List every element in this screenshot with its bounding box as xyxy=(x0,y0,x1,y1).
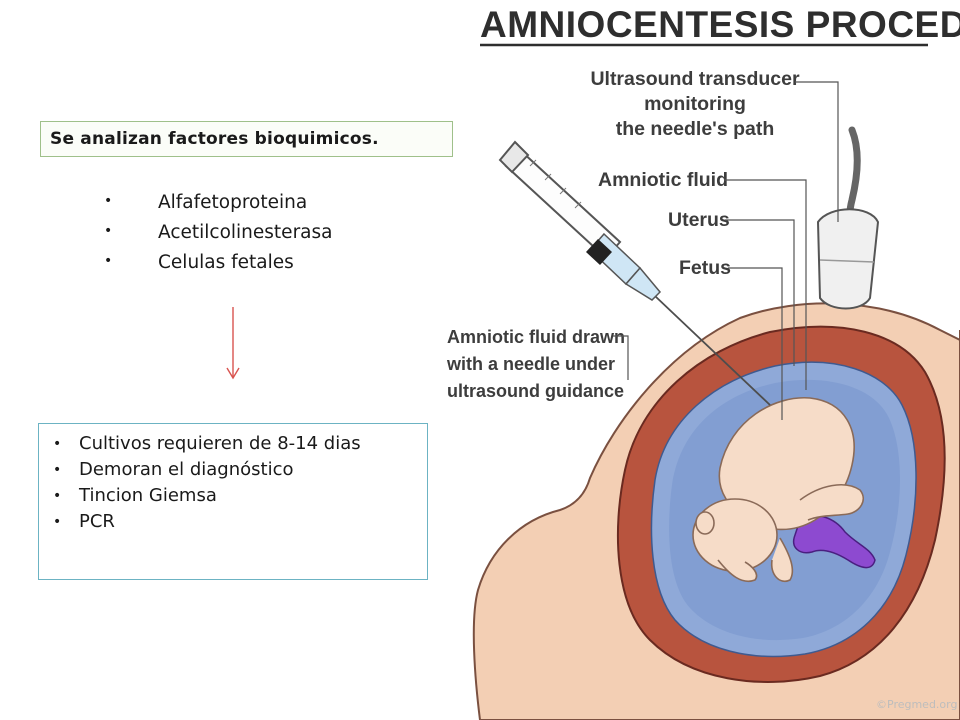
label-uterus: Uterus xyxy=(668,209,730,231)
title-box-text: Se analizan factores bioquimicos. xyxy=(50,129,379,149)
bullet-icon: • xyxy=(104,193,113,209)
bullet-icon: • xyxy=(104,223,113,239)
bullet-icon: • xyxy=(104,253,113,269)
label-amniotic-fluid: Amniotic fluid xyxy=(598,169,728,191)
ultrasound-transducer-icon xyxy=(816,126,880,310)
culture-notes-list: •Cultivos requieren de 8-14 dias •Demora… xyxy=(49,431,409,535)
placenta xyxy=(793,514,876,569)
label-transducer-line3: the needle's path xyxy=(616,118,775,140)
label-transducer-line1: Ultrasound transducer xyxy=(590,68,800,90)
label-drawn-line1: Amniotic fluid drawn xyxy=(447,327,625,347)
label-fetus: Fetus xyxy=(679,257,731,279)
list-item: •Cultivos requieren de 8-14 dias xyxy=(49,431,409,457)
fetus xyxy=(692,397,864,582)
bullet-icon: • xyxy=(53,514,62,530)
bullet-icon: • xyxy=(53,462,62,478)
title-box: Se analizan factores bioquimicos. xyxy=(40,121,453,157)
label-transducer-line2: monitoring xyxy=(644,93,746,115)
bullet-icon: • xyxy=(53,436,62,452)
diagram-heading: AMNIOCENTESIS PROCEDURE xyxy=(480,4,960,45)
label-drawn-line3: ultrasound guidance xyxy=(447,381,624,401)
list-item: •PCR xyxy=(49,509,409,535)
syringe-icon xyxy=(498,140,771,406)
label-drawn-line2: with a needle under xyxy=(446,354,615,374)
culture-notes-box: •Cultivos requieren de 8-14 dias •Demora… xyxy=(38,423,428,580)
list-item: •Tincion Giemsa xyxy=(49,483,409,509)
bullet-icon: • xyxy=(53,488,62,504)
list-item: •Demoran el diagnóstico xyxy=(49,457,409,483)
copyright-text: ©Pregmed.org xyxy=(876,698,957,711)
